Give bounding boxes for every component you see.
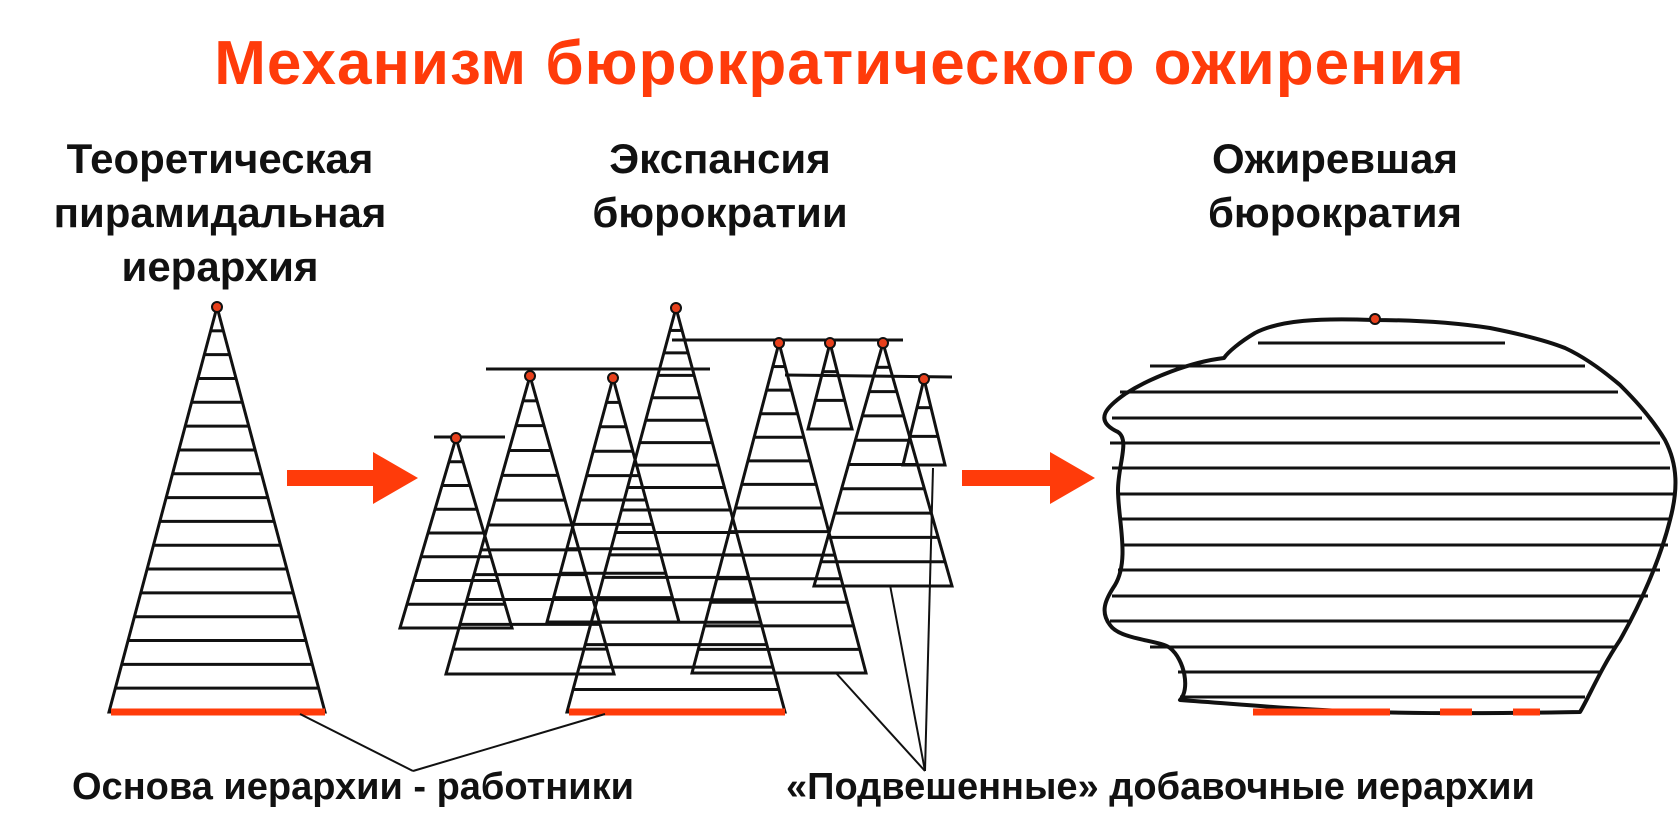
right-arrow-icon xyxy=(287,452,418,504)
top-manager-node xyxy=(450,432,462,444)
top-manager-node xyxy=(670,302,682,314)
top-manager-node xyxy=(607,372,619,384)
caption-line: Теоретическая xyxy=(66,135,374,182)
label-hierarchy-base-workers: Основа иерархии - работники xyxy=(72,766,634,808)
caption-line: бюрократия xyxy=(1207,189,1463,236)
caption-line: бюрократии xyxy=(592,189,848,236)
obese-bureaucracy-shape xyxy=(1102,313,1678,716)
sub-pyramid xyxy=(901,373,947,467)
top-manager-node xyxy=(877,337,889,349)
top-manager-node xyxy=(524,370,536,382)
top-manager-node xyxy=(824,337,836,349)
label-suspended-extra-hierarchies: «Подвешенные» добавочные иерархии xyxy=(786,766,1535,808)
right-arrow-icon xyxy=(962,452,1095,504)
main-pyramid xyxy=(565,302,787,714)
arrow-2 xyxy=(962,452,1095,504)
caption-line: Экспансия xyxy=(609,135,831,182)
leader-line xyxy=(835,672,926,772)
pyramid-outline xyxy=(901,378,947,467)
pyramid-outline xyxy=(806,342,854,431)
caption-obese-bureaucracy: Ожиревшая бюрократия xyxy=(1170,132,1500,240)
sub-pyramid xyxy=(545,372,681,624)
leader-line xyxy=(889,584,926,772)
caption-theoretical-hierarchy: Теоретическая пирамидальная иерархия xyxy=(25,132,415,294)
caption-bureaucracy-expansion: Экспансия бюрократии xyxy=(560,132,880,240)
caption-line: пирамидальная xyxy=(53,189,387,236)
arrow-group xyxy=(287,452,1095,504)
top-manager-node xyxy=(773,337,785,349)
label-leader-lines xyxy=(299,467,934,772)
leader-line xyxy=(924,467,934,772)
arrow-1 xyxy=(287,452,418,504)
caption-line: иерархия xyxy=(121,243,319,290)
top-manager-node xyxy=(211,301,223,313)
theoretical-pyramid xyxy=(107,301,327,714)
sub-pyramid xyxy=(397,432,515,630)
sub-pyramid xyxy=(690,337,868,675)
blob-outline xyxy=(1102,317,1678,716)
caption-line: Ожиревшая xyxy=(1212,135,1458,182)
slide-title: Механизм бюрократического ожирения xyxy=(214,29,1465,98)
top-manager-node xyxy=(918,373,930,385)
pyramid-group xyxy=(107,301,954,716)
pyramid-outline xyxy=(107,301,327,714)
sub-pyramid xyxy=(806,337,854,431)
top-manager-node xyxy=(1369,313,1381,325)
leader-line xyxy=(299,713,414,772)
leader-line xyxy=(412,713,606,772)
